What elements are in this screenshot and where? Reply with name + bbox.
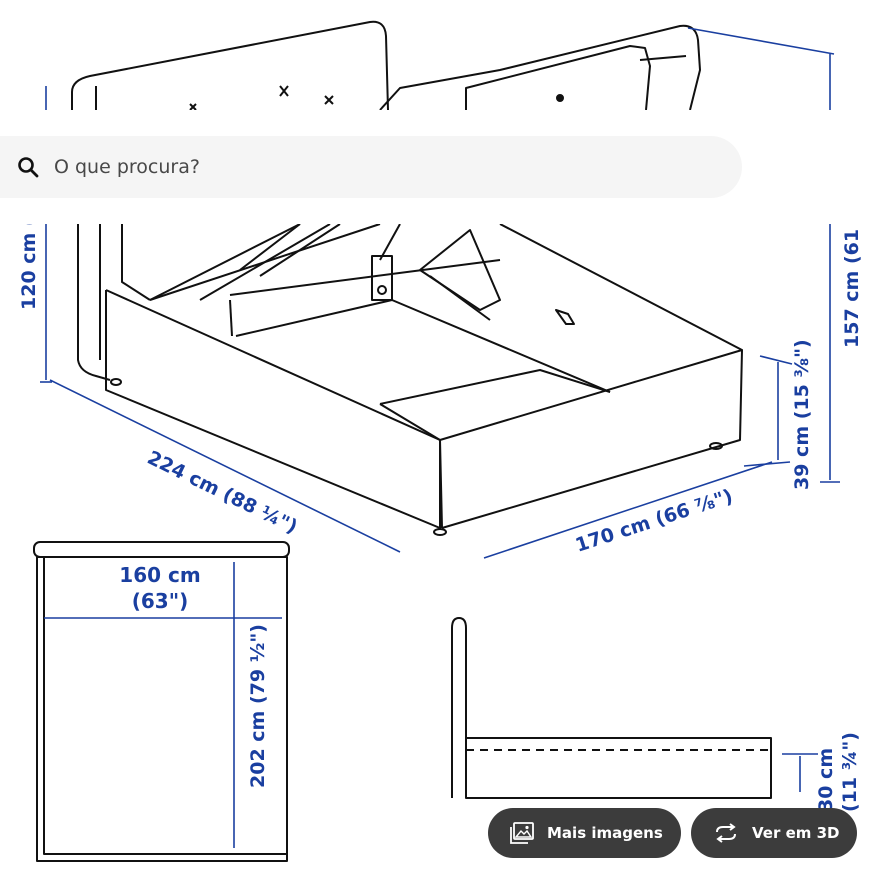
- dim-headboard-height: 120 cm (: [18, 217, 40, 310]
- dim-mattress-width-cm: 160 cm: [119, 563, 200, 587]
- dim-total-height: 157 cm (61 ¾: [841, 203, 863, 348]
- image-gallery-icon: [510, 822, 534, 844]
- more-images-label: Mais imagens: [547, 824, 663, 842]
- view-3d-button[interactable]: Ver em 3D: [691, 808, 857, 858]
- dimension-lines: [40, 27, 840, 848]
- headboard-drawing: [71, 20, 701, 111]
- search-icon: [16, 155, 40, 179]
- view-3d-label: Ver em 3D: [752, 824, 840, 842]
- dim-under-bed-in: (11 ¾"): [839, 732, 861, 812]
- more-images-button[interactable]: Mais imagens: [488, 808, 681, 858]
- side-view-drawing: [451, 617, 772, 799]
- dim-under-bed-cm: 30 cm: [815, 748, 837, 812]
- dim-mattress-length: 202 cm (79 ½"): [247, 624, 269, 788]
- search-input[interactable]: O que procura?: [0, 136, 742, 198]
- search-placeholder: O que procura?: [54, 156, 200, 178]
- bed-frame-drawing: [77, 223, 743, 536]
- dim-mattress-width-in: (63"): [132, 589, 189, 613]
- dim-frame-height: 39 cm (15 ⅜"): [791, 339, 813, 490]
- top-view-drawing: [33, 541, 290, 862]
- rotate-3d-icon: [713, 823, 739, 843]
